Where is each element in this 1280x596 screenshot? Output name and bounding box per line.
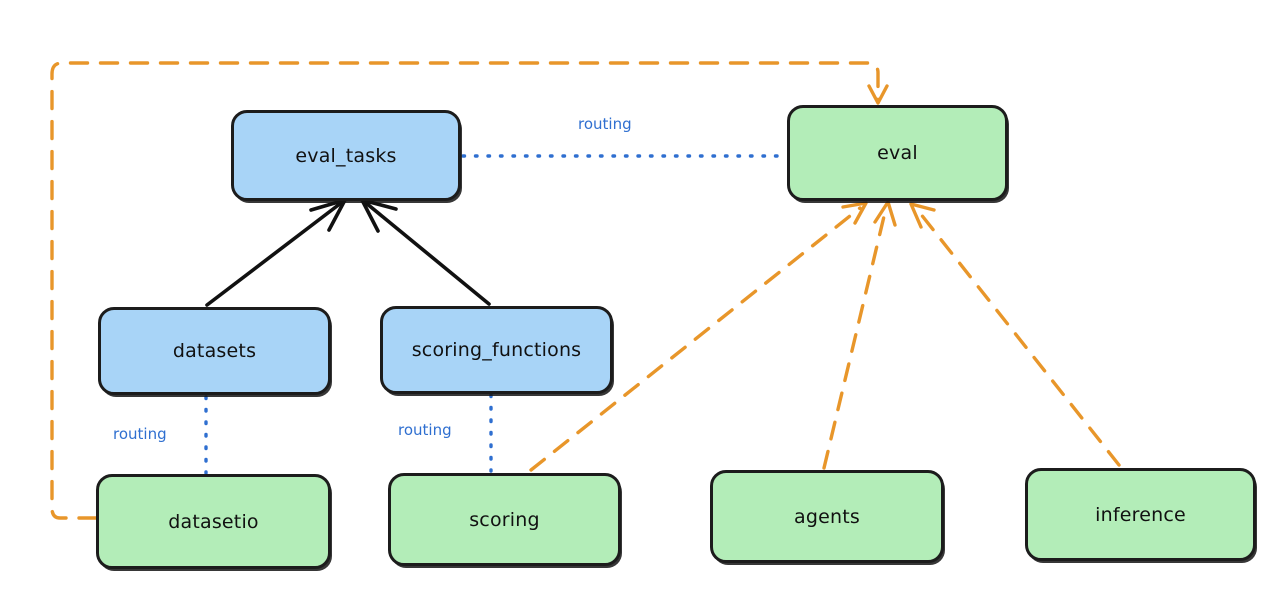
node-label: datasets [172,340,257,362]
edge-agents-to-eval [822,200,897,470]
node-datasets[interactable]: datasets [98,307,331,395]
node-label: scoring_functions [411,339,582,361]
node-scoring[interactable]: scoring [388,473,621,566]
edge-scoring-to-eval [529,201,868,472]
edge-label-routing-eval: routing [578,115,632,133]
node-datasetio[interactable]: datasetio [96,474,331,569]
edge-scoring_functions-to-eval_tasks [360,198,491,306]
node-label: scoring [469,508,540,531]
node-label: datasetio [168,510,259,533]
edge-datasets-to-eval_tasks [205,198,347,307]
edge-datasetio-to-eval [50,61,889,520]
node-label: inference [1095,503,1186,526]
node-inference[interactable]: inference [1025,468,1256,561]
node-eval-tasks[interactable]: eval_tasks [231,110,461,201]
node-label: eval [877,142,918,164]
node-label: eval_tasks [295,144,397,167]
edge-label-routing-scoring-functions: routing [398,421,452,439]
edge-inference-to-eval [909,202,1121,467]
node-agents[interactable]: agents [710,470,944,563]
node-scoring-functions[interactable]: scoring_functions [380,306,613,394]
node-label: agents [794,505,860,528]
node-eval[interactable]: eval [787,105,1008,201]
edge-label-routing-datasets: routing [113,425,167,443]
